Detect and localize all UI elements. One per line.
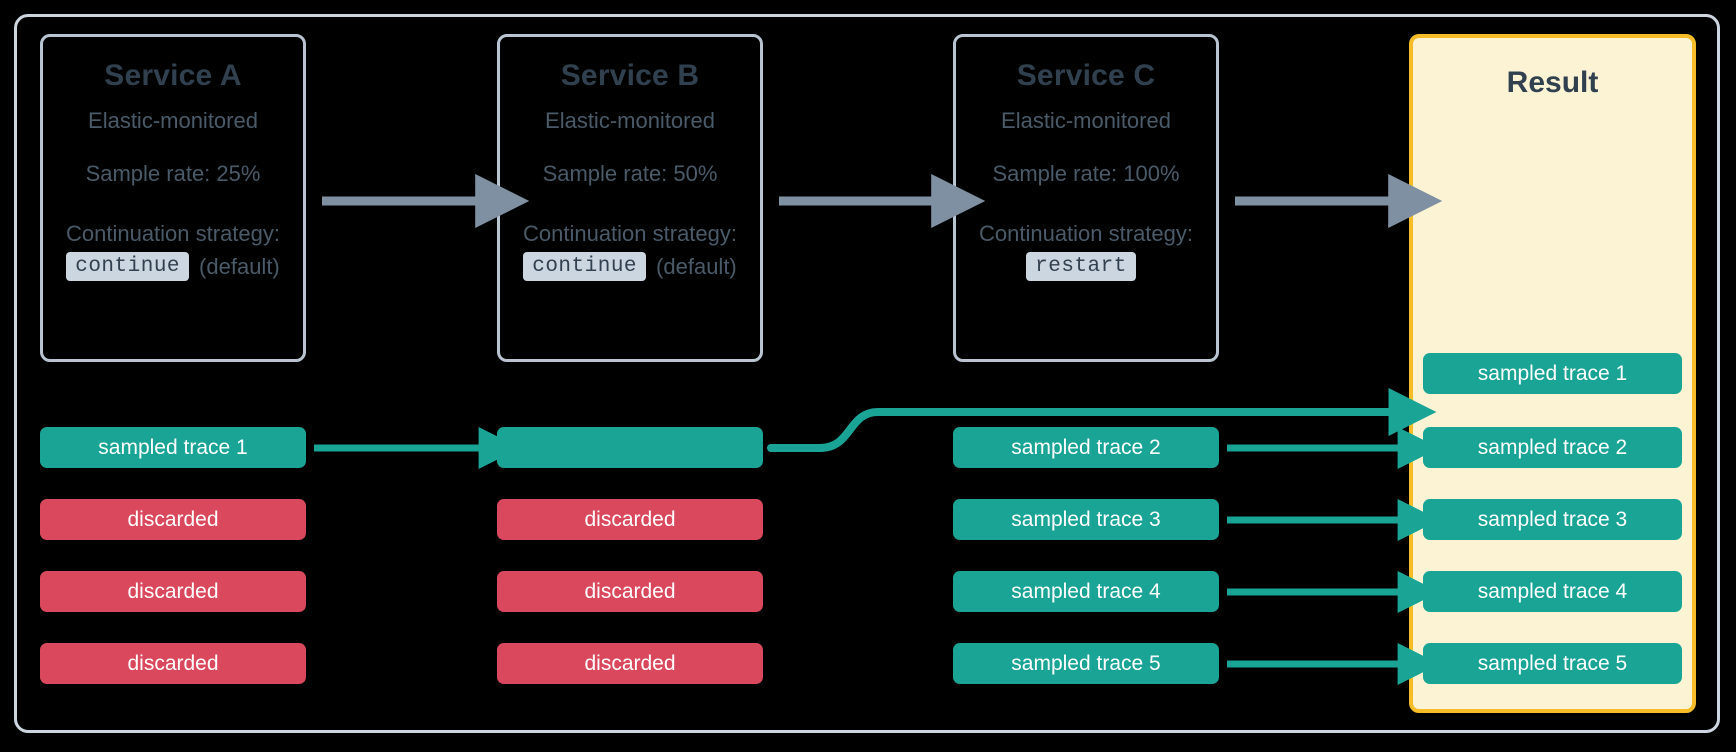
trace-pill-a-1: sampled trace 1	[40, 427, 306, 468]
trace-pill-label: sampled trace 1	[1477, 362, 1628, 385]
trace-pill-label: sampled trace 4	[1477, 580, 1628, 603]
trace-pill-label: sampled trace 5	[1011, 652, 1161, 675]
service-a-strategy-text: Continuation strategy:	[65, 220, 281, 246]
trace-pill-c-3: sampled trace 4	[953, 571, 1219, 612]
service-a-sample-rate: Sample rate: 25%	[85, 161, 261, 187]
trace-pill-label: discarded	[584, 652, 676, 675]
service-a-title: Service A	[104, 59, 242, 92]
result-title: Result	[1506, 66, 1599, 99]
trace-pill-label: sampled trace 3	[1477, 508, 1628, 531]
service-b-subtitle: Elastic-monitored	[545, 108, 715, 133]
service-b-strategy-row: continue (default)	[523, 252, 737, 282]
service-card-c: Service C Elastic-monitored Sample rate:…	[953, 34, 1219, 362]
service-a-strategy-row: continue (default)	[66, 252, 280, 282]
trace-pill-label: discarded	[584, 508, 676, 531]
service-b-title: Service B	[560, 59, 700, 92]
trace-pill-b-1	[497, 427, 763, 468]
trace-pill-result-5: sampled trace 5	[1423, 643, 1682, 684]
service-c-strategy-row: restart	[1026, 252, 1146, 282]
service-a-subtitle: Elastic-monitored	[88, 108, 258, 133]
trace-pill-result-2: sampled trace 2	[1423, 427, 1682, 468]
service-b-strategy-text: Continuation strategy:	[522, 220, 738, 246]
trace-pill-a-2: discarded	[40, 499, 306, 540]
trace-pill-label: sampled trace 1	[98, 436, 248, 459]
service-card-b: Service B Elastic-monitored Sample rate:…	[497, 34, 763, 362]
service-b-strategy-note: (default)	[656, 253, 737, 279]
trace-pill-a-4: discarded	[40, 643, 306, 684]
service-b-sample-rate: Sample rate: 50%	[542, 161, 718, 187]
service-c-subtitle: Elastic-monitored	[1001, 108, 1171, 133]
service-b-strategy-label: Continuation strategy:	[523, 219, 737, 249]
trace-pill-label: sampled trace 4	[1011, 580, 1161, 603]
trace-pill-result-1: sampled trace 1	[1423, 353, 1682, 394]
trace-pill-b-2: discarded	[497, 499, 763, 540]
trace-pill-label: discarded	[127, 508, 219, 531]
trace-pill-label: sampled trace 2	[1011, 436, 1161, 459]
service-a-strategy-label: Continuation strategy:	[66, 219, 280, 249]
trace-pill-label: sampled trace 3	[1011, 508, 1161, 531]
trace-pill-b-3: discarded	[497, 571, 763, 612]
trace-pill-c-2: sampled trace 3	[953, 499, 1219, 540]
service-card-a: Service A Elastic-monitored Sample rate:…	[40, 34, 306, 362]
service-c-sample-rate: Sample rate: 100%	[992, 161, 1180, 187]
trace-pill-label: discarded	[127, 580, 219, 603]
service-a-strategy-chip: continue	[66, 252, 190, 282]
service-a-strategy-note: (default)	[199, 253, 280, 279]
trace-pill-b-4: discarded	[497, 643, 763, 684]
trace-pill-label: discarded	[127, 652, 219, 675]
service-c-strategy-text: Continuation strategy:	[978, 220, 1194, 246]
trace-pill-c-1: sampled trace 2	[953, 427, 1219, 468]
trace-pill-result-4: sampled trace 4	[1423, 571, 1682, 612]
trace-pill-label: sampled trace 2	[1477, 436, 1628, 459]
trace-pill-c-4: sampled trace 5	[953, 643, 1219, 684]
trace-pill-result-3: sampled trace 3	[1423, 499, 1682, 540]
diagram-outer-frame	[14, 14, 1720, 733]
trace-pill-label: discarded	[584, 580, 676, 603]
trace-pill-a-3: discarded	[40, 571, 306, 612]
service-c-title: Service C	[1016, 59, 1156, 92]
trace-pill-label: sampled trace 5	[1477, 652, 1628, 675]
service-c-strategy-label: Continuation strategy:	[979, 219, 1193, 249]
service-b-strategy-chip: continue	[523, 252, 647, 282]
service-c-strategy-chip: restart	[1026, 252, 1136, 282]
